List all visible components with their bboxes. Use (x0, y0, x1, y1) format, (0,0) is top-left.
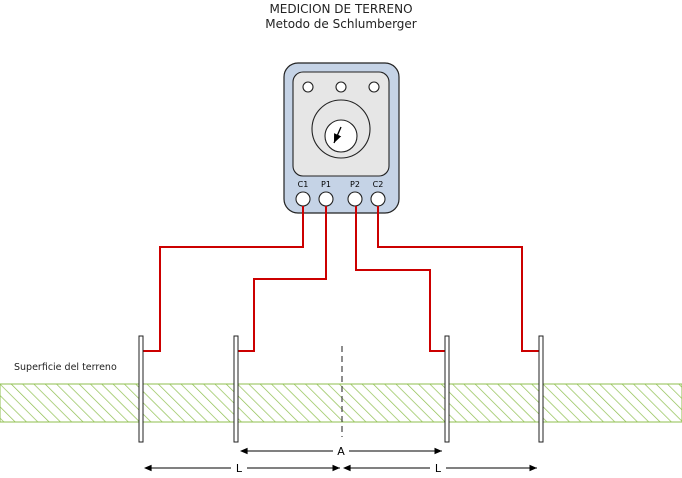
terminal-socket-c1 (295, 191, 311, 207)
wire-c2 (377, 206, 541, 352)
dial-inner (324, 119, 358, 153)
electrode-p2 (444, 335, 450, 443)
dimension-a-label: A (337, 445, 345, 458)
wire-p1 (236, 206, 327, 352)
electrode-p1 (233, 335, 239, 443)
ground-surface-label: Superficie del terreno (14, 362, 117, 373)
indicator-light-1 (302, 81, 314, 93)
dimension-l-left-label: L (236, 462, 243, 475)
terminal-label-c1: C1 (298, 180, 309, 189)
dimension-a-label-bg (333, 443, 349, 458)
electrode-c2 (538, 335, 544, 443)
dimension-l-right-label-bg (430, 460, 446, 475)
earth-tester-instrument: C1 P1 P2 C2 (283, 62, 400, 214)
terminal-socket-p2 (347, 191, 363, 207)
terminal-socket-p1 (318, 191, 334, 207)
terminal-c2: C2 (370, 180, 386, 207)
terminal-label-p2: P2 (350, 180, 360, 189)
diagram-subtitle: Metodo de Schlumberger (265, 17, 417, 31)
terminal-socket-c2 (370, 191, 386, 207)
dial-needle (333, 126, 342, 144)
diagram-title: MEDICION DE TERRENO (269, 2, 413, 16)
indicator-light-2 (335, 81, 347, 93)
dimension-l-right-label: L (435, 462, 442, 475)
indicator-light-3 (368, 81, 380, 93)
terminal-label-p1: P1 (321, 180, 331, 189)
wire-c1 (141, 206, 304, 352)
electrode-c1 (138, 335, 144, 443)
wire-p2 (355, 206, 447, 352)
dimension-l-left-label-bg (231, 460, 247, 475)
ground-surface (0, 383, 682, 423)
terminal-label-c2: C2 (373, 180, 384, 189)
